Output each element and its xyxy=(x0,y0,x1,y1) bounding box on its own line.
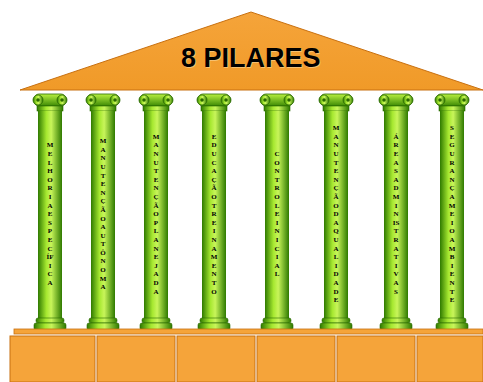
pillar-label: MANUTENÇÃO AUTÔNOMA xyxy=(100,137,107,292)
pillar-label: MANUTENÇÃO PLANEJADA xyxy=(153,133,160,296)
pillar: MANUTENÇÃO DA QUALIDADE xyxy=(324,113,348,316)
pillar: SEGURANÇA MEIO AMBIENTE xyxy=(440,113,464,316)
pillar: CONTROLE INICIAL xyxy=(265,113,289,316)
pillar-label: EDUCAÇÃO TREINAMENTO xyxy=(211,133,218,296)
pillar-label: MANUTENÇÃO DA QUALIDADE xyxy=(333,124,340,304)
pillar-label: CONTROLE INICIAL xyxy=(274,150,281,279)
pillar-label: ÁREAS ADMINISTRATIVAS xyxy=(393,133,400,296)
pillar-label: MELHORIA ESPECÍFICA xyxy=(47,141,54,287)
pillar-label: SEGURANÇA MEIO AMBIENTE xyxy=(449,124,456,304)
roof-title: 8 PILARES xyxy=(181,43,321,74)
pillar: EDUCAÇÃO TREINAMENTO xyxy=(202,113,226,316)
pillar: MELHORIA ESPECÍFICA xyxy=(38,113,62,316)
pillar: MANUTENÇÃO AUTÔNOMA xyxy=(91,113,115,316)
pillar: ÁREAS ADMINISTRATIVAS xyxy=(384,113,408,316)
pillar: MANUTENÇÃO PLANEJADA xyxy=(144,113,168,316)
